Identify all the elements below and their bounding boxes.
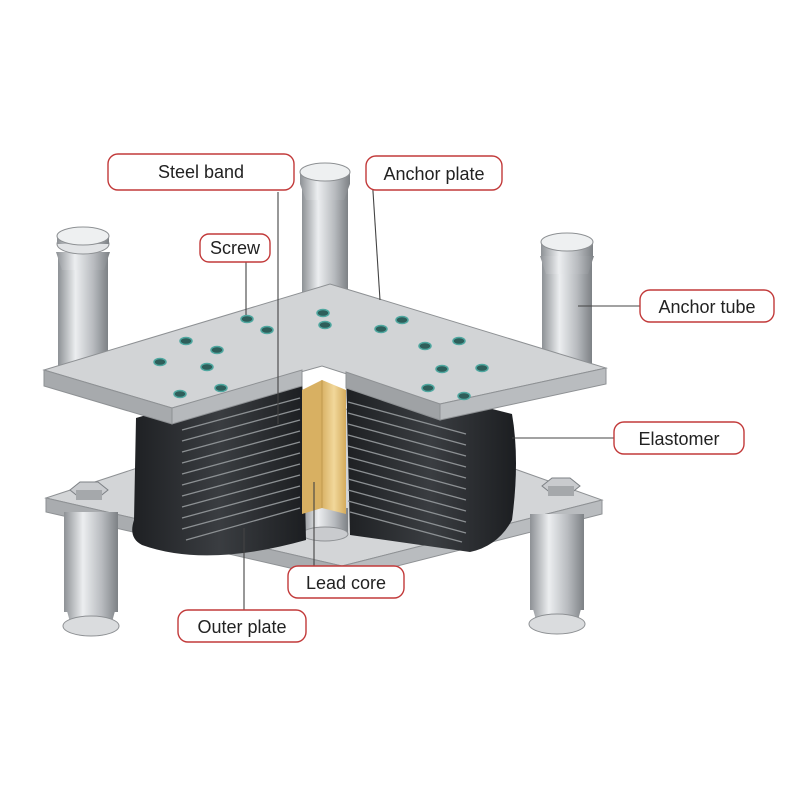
label-anchor-tube: Anchor tube [639, 289, 775, 323]
label-anchor-tube-text: Anchor tube [658, 297, 755, 317]
label-elastomer-text: Elastomer [638, 429, 719, 449]
top-anchor-plate [42, 283, 608, 425]
screw-icon [452, 336, 466, 346]
label-outer-plate: Outer plate [177, 609, 307, 643]
screw-icon [240, 314, 254, 324]
screw-icon [179, 336, 193, 346]
label-outer-plate-text: Outer plate [197, 617, 286, 637]
bottom-tube-center [301, 508, 349, 542]
screw-icon [374, 324, 388, 334]
screw-icon [214, 383, 228, 393]
bottom-bolts [69, 477, 581, 500]
bottom-tube-right [528, 514, 586, 635]
screw-icon [435, 364, 449, 374]
screw-icon [173, 389, 187, 399]
screws [153, 308, 489, 401]
label-elastomer: Elastomer [613, 421, 745, 455]
label-screw: Screw [199, 233, 271, 263]
screw-icon [475, 363, 489, 373]
screw-icon [418, 341, 432, 351]
screw-icon [421, 383, 435, 393]
label-anchor-plate: Anchor plate [365, 155, 503, 191]
top-tube-center [299, 162, 351, 292]
screw-icon [318, 320, 332, 330]
label-screw-text: Screw [210, 238, 261, 258]
screw-icon [395, 315, 409, 325]
top-tube-left [56, 226, 110, 372]
leader-lines [243, 175, 640, 612]
label-anchor-plate-text: Anchor plate [383, 164, 484, 184]
bolt-icon [541, 477, 581, 496]
label-lead-core-text: Lead core [306, 573, 386, 593]
screw-icon [210, 345, 224, 355]
screw-icon [260, 325, 274, 335]
screw-icon [200, 362, 214, 372]
screw-icon [457, 391, 471, 401]
lead-core [302, 380, 346, 514]
steel-bands-right [347, 401, 467, 543]
screw-icon [153, 357, 167, 367]
bolt-icon [69, 481, 109, 500]
screw-icon [316, 308, 330, 318]
label-lead-core: Lead core [287, 565, 405, 599]
top-anchor-tubes [56, 162, 594, 372]
label-steel-band: Steel band [107, 153, 295, 191]
steel-bands-left [181, 397, 301, 541]
bottom-anchor-tubes [62, 508, 586, 637]
bottom-tube-left [62, 512, 120, 637]
label-steel-band-text: Steel band [158, 162, 244, 182]
